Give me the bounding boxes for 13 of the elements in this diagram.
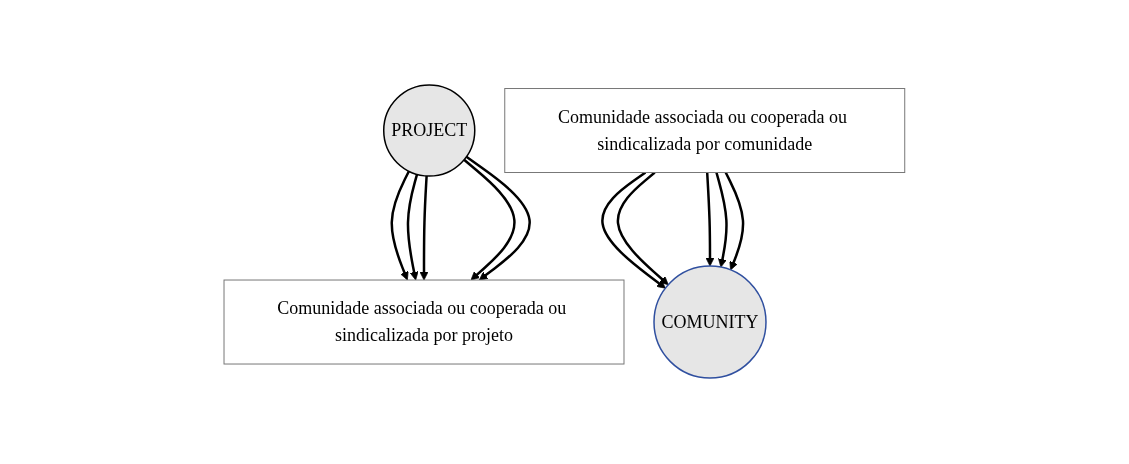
arrow <box>616 172 669 286</box>
arrow <box>705 172 715 267</box>
arrow <box>715 172 728 268</box>
arrow <box>406 174 419 281</box>
arrow <box>419 176 429 281</box>
arrow <box>465 156 531 281</box>
arrow <box>724 172 745 271</box>
arrow <box>390 171 411 281</box>
node-circle: COMUNITY <box>653 265 767 380</box>
node-box: Comunidade associada ou cooperada ou sindicalizada por projeto <box>223 280 625 365</box>
node-circle: PROJECT <box>383 84 476 178</box>
arrow <box>463 159 516 281</box>
node-box: Comunidade associada ou cooperada ou sindicalizada por comunidade <box>504 88 906 174</box>
